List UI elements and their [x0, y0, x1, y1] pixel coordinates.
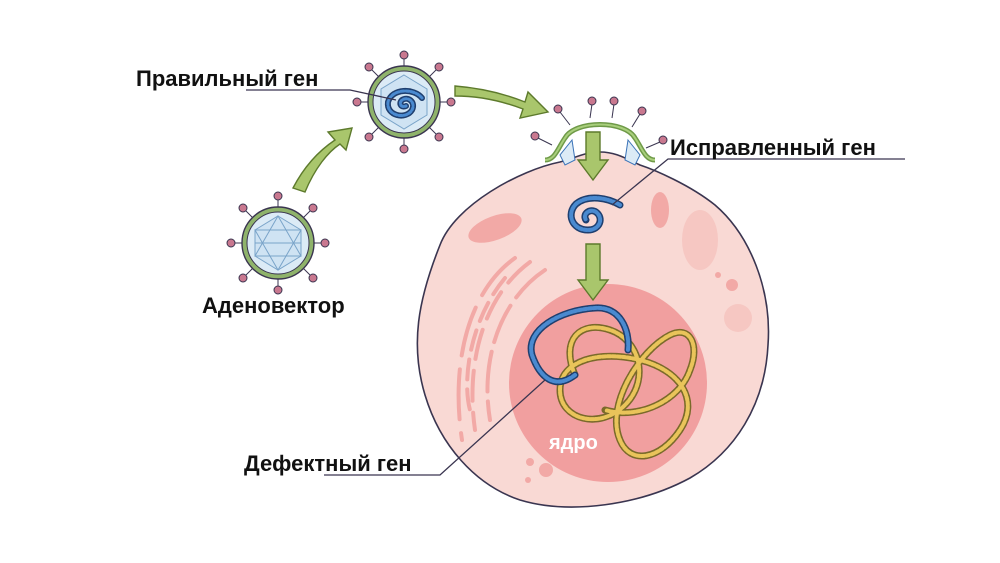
gene-carrying-virus	[352, 50, 456, 154]
reticulum	[456, 256, 547, 442]
fixed-gene-coil	[567, 194, 624, 234]
leader-correct-gene	[246, 89, 397, 101]
leader-fixed-gene	[611, 158, 905, 206]
arrow-entry-down	[576, 131, 610, 182]
nucleus	[509, 284, 707, 482]
leader-defective-gene	[324, 379, 546, 476]
arrow-to-nucleus	[576, 243, 610, 302]
leader-lines	[246, 89, 905, 476]
inserted-gene-strand	[527, 304, 632, 386]
label-defective-gene: Дефектный ген	[244, 451, 412, 476]
label-nucleus: ядро	[549, 432, 598, 454]
arrow-vector-to-virus	[291, 127, 353, 193]
arrow-virus-to-cell	[454, 85, 550, 119]
defective-gene-strand	[556, 323, 698, 460]
adenovector-virus	[226, 191, 330, 295]
entry-funnel	[544, 122, 656, 166]
label-fixed-gene: Исправленный ген	[670, 135, 876, 160]
label-correct-gene: Правильный ген	[136, 66, 319, 91]
entry-virus-spikes	[530, 96, 668, 149]
label-adenovector: Аденовектор	[202, 293, 345, 318]
organelles	[468, 192, 752, 483]
